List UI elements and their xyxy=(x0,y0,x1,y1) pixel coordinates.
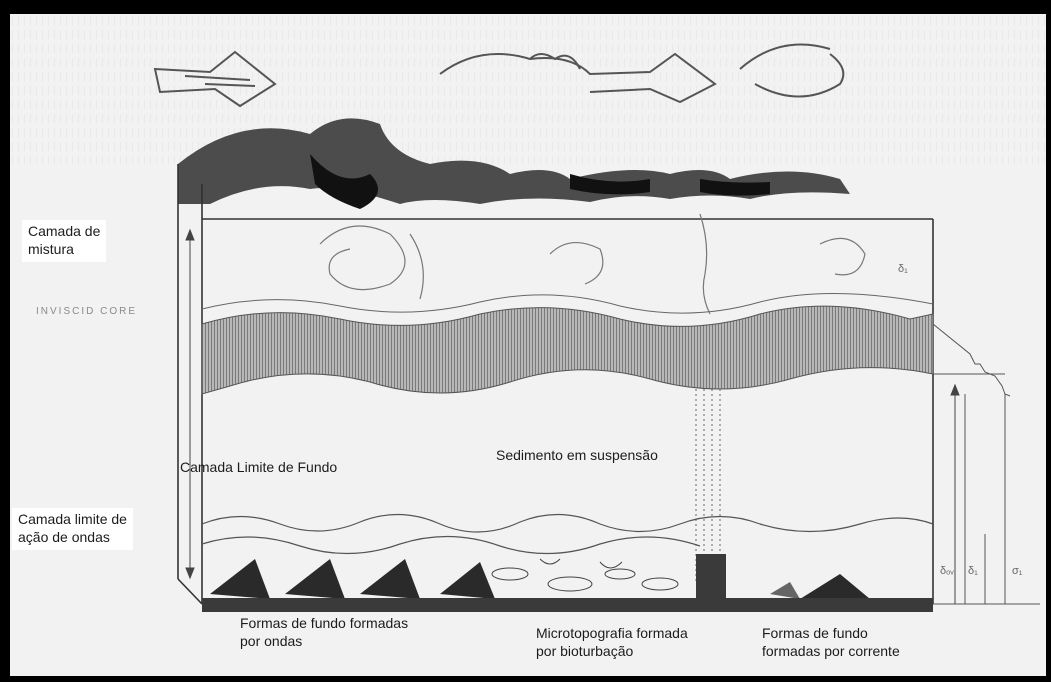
inviscid-core-band xyxy=(202,306,933,394)
sketch-layer xyxy=(10,14,1046,676)
bioturbation-label: Microtopografia formada por bioturbação xyxy=(536,624,688,660)
mixing-layer-line1: Camada de xyxy=(28,222,100,240)
wave-boundary-lines xyxy=(202,514,933,553)
suspended-sediment-label: Sedimento em suspensão xyxy=(496,446,658,464)
wave-bedforms-label: Formas de fundo formadas por ondas xyxy=(240,614,408,650)
current-bedforms-line1: Formas de fundo xyxy=(762,624,900,642)
bioturbation-line1: Microtopografia formada xyxy=(536,624,688,642)
bioturbation-block xyxy=(696,554,726,602)
seabed-base xyxy=(202,598,933,612)
mixing-layer-line2: mistura xyxy=(28,240,100,258)
bioturbation-marks xyxy=(492,559,678,591)
wave-bedforms-line1: Formas de fundo formadas xyxy=(240,614,408,632)
bioturbation-line2: por bioturbação xyxy=(536,642,688,660)
paper-texture xyxy=(10,14,1046,164)
symbol-sigma: σ₁ xyxy=(1012,562,1023,580)
mixing-layer-label: Camada de mistura xyxy=(22,220,106,262)
mixing-eddies xyxy=(320,214,865,314)
symbol-mid: δ₁ xyxy=(968,562,978,580)
bottom-boundary-layer-label: Camada Limite de Fundo xyxy=(180,458,337,476)
current-bedform-ripples xyxy=(770,574,870,599)
wave-boundary-line1: Camada limite de xyxy=(18,510,127,528)
symbol-top: δ₁ xyxy=(898,260,908,278)
block-outline xyxy=(178,164,933,604)
wave-bedforms-line2: por ondas xyxy=(240,632,408,650)
wave-boundary-layer-label: Camada limite de ação de ondas xyxy=(12,508,133,550)
vertical-dimension-arrows xyxy=(186,230,959,604)
wave-boundary-line2: ação de ondas xyxy=(18,528,127,546)
wave-bedform-ripples xyxy=(210,559,495,599)
diagram-frame: Camada de mistura INVISCID CORE Camada L… xyxy=(10,14,1046,676)
symbol-wave: δₒᵥ xyxy=(940,562,954,580)
current-bedforms-label: Formas de fundo formadas por corrente xyxy=(762,624,900,660)
current-bedforms-line2: formadas por corrente xyxy=(762,642,900,660)
inviscid-core-label: INVISCID CORE xyxy=(36,306,137,317)
